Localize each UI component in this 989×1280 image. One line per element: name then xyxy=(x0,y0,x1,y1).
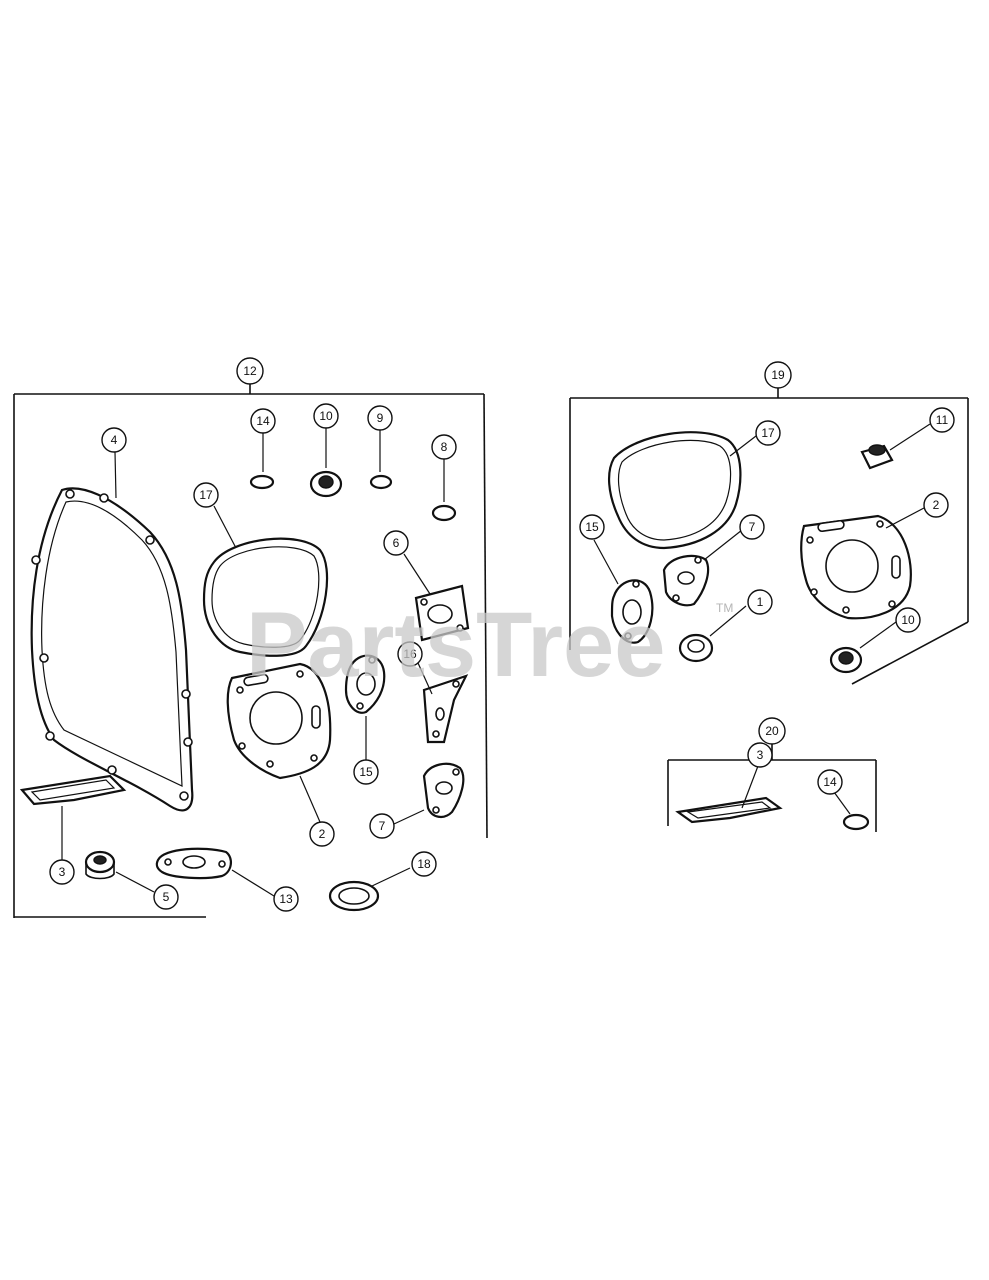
svg-text:14: 14 xyxy=(823,775,837,789)
intake-gasket-6 xyxy=(414,584,470,642)
svg-text:4: 4 xyxy=(111,433,118,447)
breather-gasket-3 xyxy=(19,774,127,806)
svg-text:TM: TM xyxy=(716,601,733,615)
group-12-gasket-set xyxy=(13,384,488,918)
callout-3-right[interactable]: 3 xyxy=(747,742,773,768)
svg-text:2: 2 xyxy=(319,827,326,841)
callout-7-right[interactable]: 7 xyxy=(739,514,765,540)
callout-4[interactable]: 4 xyxy=(101,427,127,453)
svg-text:17: 17 xyxy=(761,426,775,440)
valve-cover-gasket-right xyxy=(608,431,742,550)
callout-14-right[interactable]: 14 xyxy=(817,769,843,795)
svg-text:7: 7 xyxy=(379,819,386,833)
valve-seal-10-right xyxy=(829,646,863,674)
callout-15-right[interactable]: 15 xyxy=(579,514,605,540)
callout-group-20[interactable]: 20 xyxy=(758,717,786,745)
svg-text:3: 3 xyxy=(59,865,66,879)
svg-text:10: 10 xyxy=(901,613,915,627)
washer-9 xyxy=(369,474,393,490)
svg-text:9: 9 xyxy=(377,411,384,425)
callouts-small: 20 3 14 xyxy=(747,717,843,795)
flange-gasket-7-right xyxy=(662,554,710,607)
partstree-watermark: PartsTree TM xyxy=(246,594,733,696)
head-gasket-2 xyxy=(226,662,332,780)
callouts-left: 12 4 14 10 9 8 17 6 16 15 2 7 3 5 13 18 xyxy=(49,357,457,912)
svg-text:PartsTree: PartsTree xyxy=(246,594,665,696)
washer-14-right xyxy=(842,813,870,831)
callout-15[interactable]: 15 xyxy=(353,759,379,785)
group-19-gasket-set xyxy=(569,388,969,685)
callout-14[interactable]: 14 xyxy=(250,408,276,434)
callouts-right: 19 17 11 15 7 2 1 10 xyxy=(579,361,955,633)
svg-text:5: 5 xyxy=(163,890,170,904)
callout-5[interactable]: 5 xyxy=(153,884,179,910)
svg-text:12: 12 xyxy=(243,364,257,378)
svg-text:10: 10 xyxy=(319,409,333,423)
svg-text:13: 13 xyxy=(279,892,293,906)
callout-8[interactable]: 8 xyxy=(431,434,457,460)
washer-14 xyxy=(249,474,275,490)
seal-1 xyxy=(678,633,714,663)
callout-18[interactable]: 18 xyxy=(411,851,437,877)
callout-7[interactable]: 7 xyxy=(369,813,395,839)
svg-text:6: 6 xyxy=(393,536,400,550)
callout-3[interactable]: 3 xyxy=(49,859,75,885)
callout-2[interactable]: 2 xyxy=(309,821,335,847)
svg-text:20: 20 xyxy=(765,724,779,738)
crankcase-cover-gasket xyxy=(30,487,194,812)
callout-group-19[interactable]: 19 xyxy=(764,361,792,389)
flange-gasket-7 xyxy=(422,762,465,818)
callout-10[interactable]: 10 xyxy=(313,403,339,429)
svg-text:16: 16 xyxy=(403,647,417,661)
callout-16[interactable]: 16 xyxy=(397,641,423,667)
svg-text:19: 19 xyxy=(771,368,785,382)
leader-lines-right xyxy=(593,423,931,649)
svg-text:14: 14 xyxy=(256,414,270,428)
callout-2-right[interactable]: 2 xyxy=(923,492,949,518)
callout-10-right[interactable]: 10 xyxy=(895,607,921,633)
callout-9[interactable]: 9 xyxy=(367,405,393,431)
oil-seal-5 xyxy=(84,850,116,880)
group-20-gasket-set xyxy=(667,740,877,832)
valve-seal-10 xyxy=(309,470,343,498)
head-gasket-2-right xyxy=(800,514,912,620)
callout-11[interactable]: 11 xyxy=(929,407,955,433)
svg-text:15: 15 xyxy=(359,765,373,779)
svg-text:2: 2 xyxy=(933,498,940,512)
callout-1[interactable]: 1 xyxy=(747,589,773,615)
callout-6[interactable]: 6 xyxy=(383,530,409,556)
gasket-16 xyxy=(422,674,469,744)
carb-gasket-13 xyxy=(155,847,232,880)
valve-cover-gasket xyxy=(202,537,329,657)
svg-text:18: 18 xyxy=(417,857,431,871)
callout-group-12[interactable]: 12 xyxy=(236,357,264,385)
callout-13[interactable]: 13 xyxy=(273,886,299,912)
svg-text:15: 15 xyxy=(585,520,599,534)
washer-8 xyxy=(431,504,457,522)
nut-11 xyxy=(860,444,894,470)
callout-17[interactable]: 17 xyxy=(193,482,219,508)
leader-lines-left xyxy=(61,427,445,897)
exhaust-gasket-15 xyxy=(344,654,386,714)
svg-text:8: 8 xyxy=(441,440,448,454)
callout-17-right[interactable]: 17 xyxy=(755,420,781,446)
svg-text:3: 3 xyxy=(757,748,764,762)
svg-text:7: 7 xyxy=(749,520,756,534)
breather-gasket-3-right xyxy=(675,796,783,824)
svg-text:17: 17 xyxy=(199,488,213,502)
svg-text:1: 1 xyxy=(757,595,764,609)
seal-18 xyxy=(328,880,380,912)
exhaust-gasket-15-right xyxy=(610,579,654,644)
svg-text:11: 11 xyxy=(936,413,949,427)
